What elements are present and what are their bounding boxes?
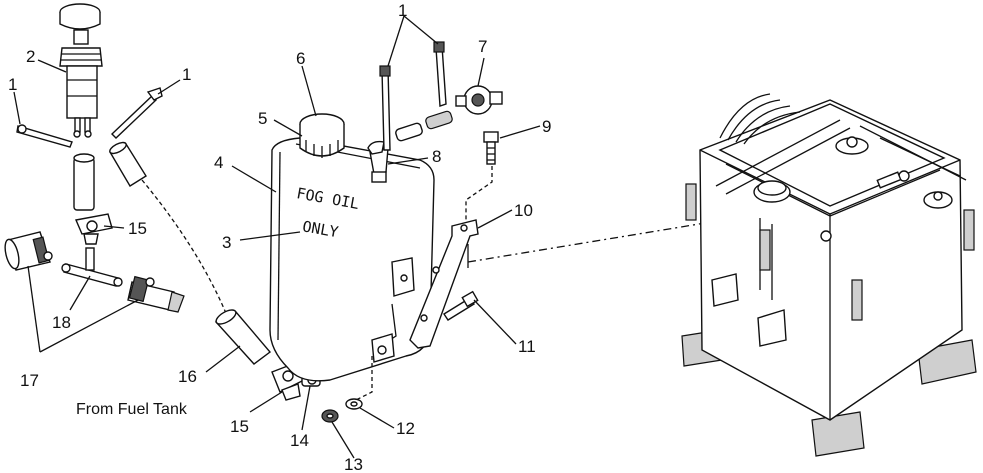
- tank-label-line2: ONLY: [301, 217, 340, 241]
- mounting-bolt-lower: [443, 290, 479, 321]
- callout-1-top: 1: [398, 1, 407, 20]
- tank-bracket: [409, 219, 479, 349]
- callout-3: 3: [222, 233, 231, 252]
- hose-clip-right: [110, 87, 163, 139]
- hose-clip-left: [16, 124, 73, 148]
- callout-12: 12: [396, 419, 415, 438]
- callout-18: 18: [52, 313, 71, 332]
- callout-8: 8: [432, 147, 441, 166]
- washer: [345, 398, 363, 410]
- callout-9: 9: [542, 117, 551, 136]
- callout-4: 4: [214, 153, 223, 172]
- engine-block: [681, 93, 977, 457]
- mounting-bolt-upper: [483, 131, 499, 165]
- callout-1-left: 1: [8, 75, 17, 94]
- hose-clamp-upper: [75, 213, 113, 245]
- fuel-hose-left: [4, 231, 53, 271]
- vent-hoses: [395, 110, 453, 142]
- callout-13: 13: [344, 455, 363, 473]
- callout-11: 11: [518, 337, 536, 356]
- callout-14: 14: [290, 431, 309, 450]
- lock-nut: [321, 409, 339, 423]
- angled-hose: [109, 141, 147, 187]
- tank-cap: [299, 113, 345, 158]
- callout-2: 2: [26, 47, 35, 66]
- bolt-guide-line: [465, 166, 493, 220]
- callout-15-upper: 15: [128, 219, 147, 238]
- primer-pump-assembly: [59, 3, 103, 138]
- callout-10: 10: [514, 201, 533, 220]
- elbow-fitting: [367, 140, 389, 183]
- cable-ties: [379, 41, 447, 151]
- callout-7: 7: [478, 37, 487, 56]
- check-valve: [455, 85, 503, 115]
- oil-tank: [269, 137, 435, 382]
- from-fuel-tank-note: From Fuel Tank: [76, 401, 188, 418]
- callout-5: 5: [258, 109, 267, 128]
- callout-6: 6: [296, 49, 305, 68]
- oil-feed-hose: [214, 309, 272, 365]
- hose-routing-line: [141, 179, 229, 319]
- leader-lines: [13, 15, 541, 459]
- fastener-guide-line: [355, 356, 373, 401]
- short-hose: [73, 153, 95, 211]
- callout-1-right: 1: [182, 65, 191, 84]
- callout-15-lower: 15: [230, 417, 249, 436]
- callout-16: 16: [178, 367, 197, 386]
- tee-fitting: [61, 247, 123, 287]
- fuel-hose-right: [127, 275, 185, 313]
- callout-17: 17: [20, 371, 39, 390]
